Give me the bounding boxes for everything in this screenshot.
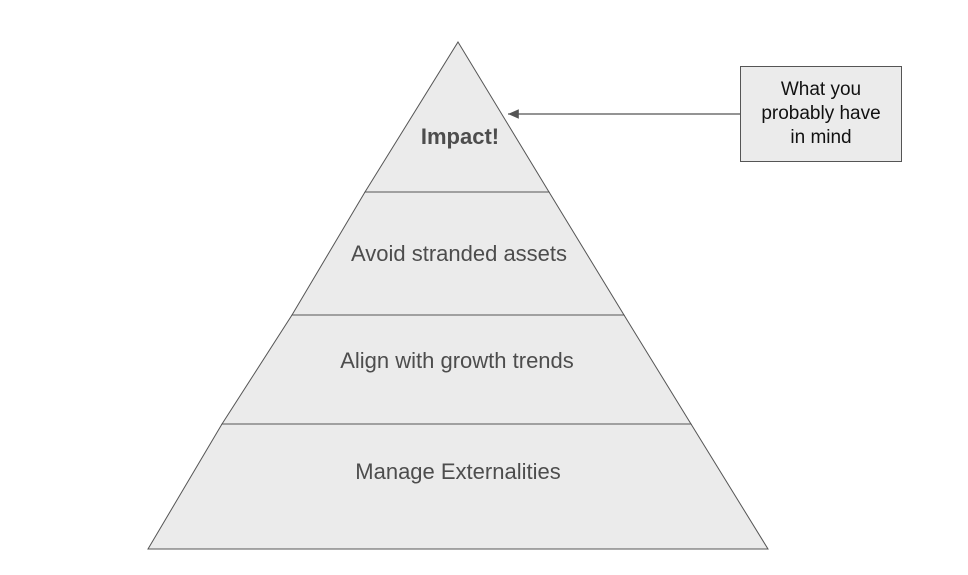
pyramid-tier-growth-trends-label: Align with growth trends	[340, 348, 574, 373]
pyramid-tier-externalities-label: Manage Externalities	[355, 459, 560, 484]
callout-box: What you probably have in mind	[740, 66, 902, 162]
pyramid-tier-impact-label: Impact!	[421, 124, 499, 149]
callout-text: What you probably have in mind	[761, 79, 881, 148]
pyramid-tier-stranded-assets-label: Avoid stranded assets	[351, 241, 567, 266]
pyramid-tier-externalities	[147, 423, 769, 550]
pyramid-tier-impact	[364, 41, 550, 193]
